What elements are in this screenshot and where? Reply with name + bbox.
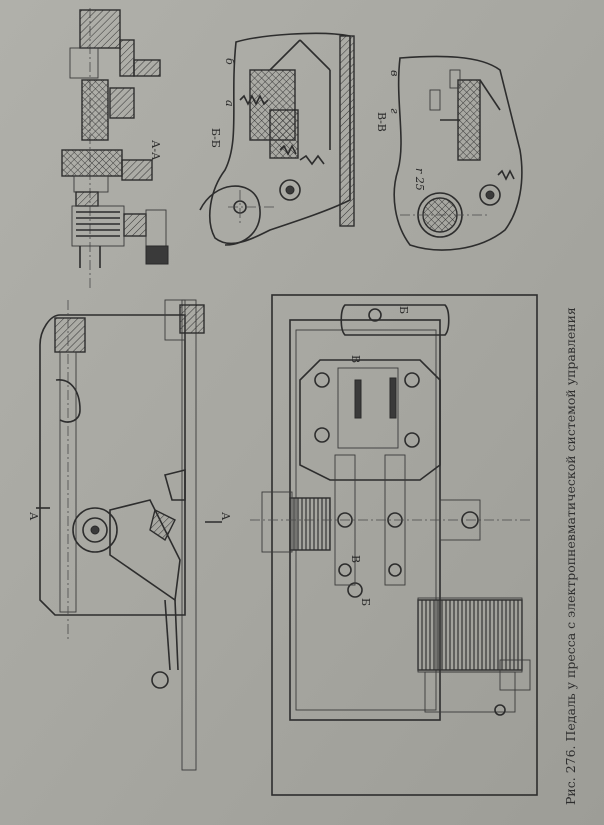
section-a-a-label: А-А <box>149 140 162 161</box>
cut-mark-b-right: Б <box>397 306 410 314</box>
cut-mark-a-top: А <box>27 512 40 521</box>
pedal-plan-view <box>250 294 538 796</box>
section-a-a-drawing <box>61 8 169 290</box>
section-v-v-drawing <box>393 55 523 251</box>
part-label-g: г <box>388 108 401 114</box>
part-label-b: б <box>223 58 236 65</box>
part-label-v: в <box>388 70 401 76</box>
radius-label: r 25 <box>413 168 426 191</box>
cut-mark-b-left: Б <box>359 598 372 606</box>
section-v-v-label: В-В <box>375 112 388 132</box>
figure-caption: Рис. 276. Педаль у пресса с электропневм… <box>563 307 578 805</box>
pedal-side-view <box>36 299 222 771</box>
cut-mark-a-bottom: А <box>219 512 232 521</box>
spring-stack <box>71 205 125 247</box>
part-label-a: а <box>223 100 236 107</box>
section-b-b-drawing <box>199 32 355 246</box>
cut-mark-v-right: В <box>349 355 362 363</box>
section-b-b-label: Б-Б <box>209 128 222 148</box>
cut-mark-v-left: В <box>349 555 362 563</box>
